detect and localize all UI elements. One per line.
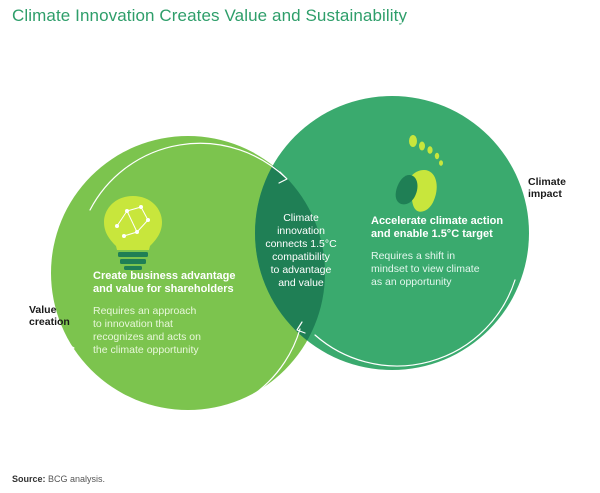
lightbulb-icon bbox=[104, 196, 162, 270]
source-note: Source: BCG analysis. bbox=[12, 474, 105, 484]
overlap-text-line: Climate bbox=[283, 212, 319, 224]
value-creation-line: Value bbox=[29, 304, 57, 316]
page-title: Climate Innovation Creates Value and Sus… bbox=[12, 6, 408, 25]
right-body-line: mindset to view climate bbox=[371, 263, 480, 275]
left-body-line: Requires an approach bbox=[93, 305, 197, 317]
cycle-arrow-right-top bbox=[264, 21, 516, 156]
climate-impact-line: Climate bbox=[528, 176, 566, 188]
overlap-text-line: to advantage bbox=[270, 264, 332, 276]
climate-impact-line: impact bbox=[528, 188, 562, 200]
left-heading-line: and value for shareholders bbox=[93, 283, 234, 295]
source-label: Source: bbox=[12, 474, 46, 484]
value-creation-label: Value creation bbox=[29, 304, 79, 328]
cycle-arrowhead-center-bottom bbox=[296, 321, 306, 334]
cycle-arrowhead-right-top bbox=[510, 147, 520, 157]
right-circle-heading: Accelerate climate action and enable 1.5… bbox=[371, 215, 521, 241]
source-text: BCG analysis. bbox=[48, 474, 106, 484]
left-circle-body: Requires an approach to innovation that … bbox=[93, 305, 243, 357]
left-body-line: recognizes and acts on bbox=[93, 331, 201, 343]
right-body-line: Requires a shift in bbox=[371, 250, 456, 262]
right-heading-line: Accelerate climate action bbox=[371, 215, 504, 227]
climate-impact-label: Climate impact bbox=[528, 176, 578, 200]
right-circle-body: Requires a shift in mindset to view clim… bbox=[371, 250, 511, 289]
overlap-text-line: compatibility bbox=[272, 251, 330, 263]
left-circle-heading: Create business advantage and value for … bbox=[93, 270, 253, 296]
left-body-line: the climate opportunity bbox=[93, 344, 199, 356]
overlap-text-line: innovation bbox=[277, 225, 325, 237]
value-creation-line: creation bbox=[29, 316, 70, 328]
right-body-line: as an opportunity bbox=[371, 276, 452, 288]
right-heading-line: and enable 1.5°C target bbox=[371, 228, 493, 240]
cycle-arrowhead-left-top bbox=[278, 171, 288, 184]
cycle-arrow-right-bottom bbox=[314, 279, 516, 367]
left-heading-line: Create business advantage bbox=[93, 270, 236, 282]
overlap-text: Climate innovation connects 1.5°C compat… bbox=[246, 212, 356, 290]
left-body-line: to innovation that bbox=[93, 318, 173, 330]
right-circle bbox=[255, 96, 529, 370]
cycle-arrowhead-left-bottom bbox=[63, 343, 75, 353]
overlap-text-line: and value bbox=[278, 277, 324, 289]
overlap-text-line: connects 1.5°C bbox=[265, 238, 337, 250]
cycle-arrow-left-bottom bbox=[67, 328, 301, 419]
cycle-arrow-left-top bbox=[89, 142, 287, 211]
footprint-icon bbox=[395, 135, 443, 212]
